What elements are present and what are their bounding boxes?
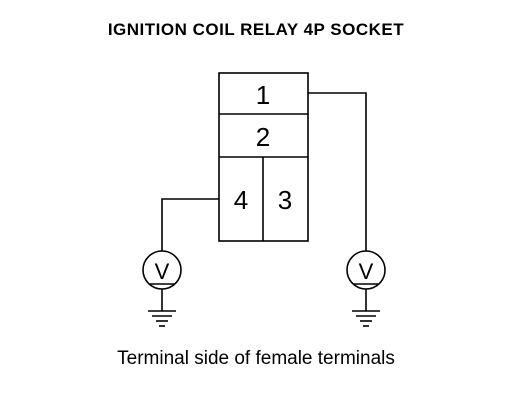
voltmeter-right-symbol: V [359,259,374,284]
terminal-3-label: 3 [278,185,292,215]
terminal-2-label: 2 [256,122,270,152]
wire-terminal-4 [161,198,219,251]
wire-terminal-1 [308,92,367,251]
ground-right-icon [352,289,380,327]
diagram-title: IGNITION COIL RELAY 4P SOCKET [107,20,405,39]
terminal-1-label: 1 [256,80,270,110]
terminal-4-label: 4 [234,185,248,215]
diagram-caption: Terminal side of female terminals [117,348,395,369]
ground-left-icon [148,289,176,327]
voltmeter-left-symbol: V [155,259,170,284]
